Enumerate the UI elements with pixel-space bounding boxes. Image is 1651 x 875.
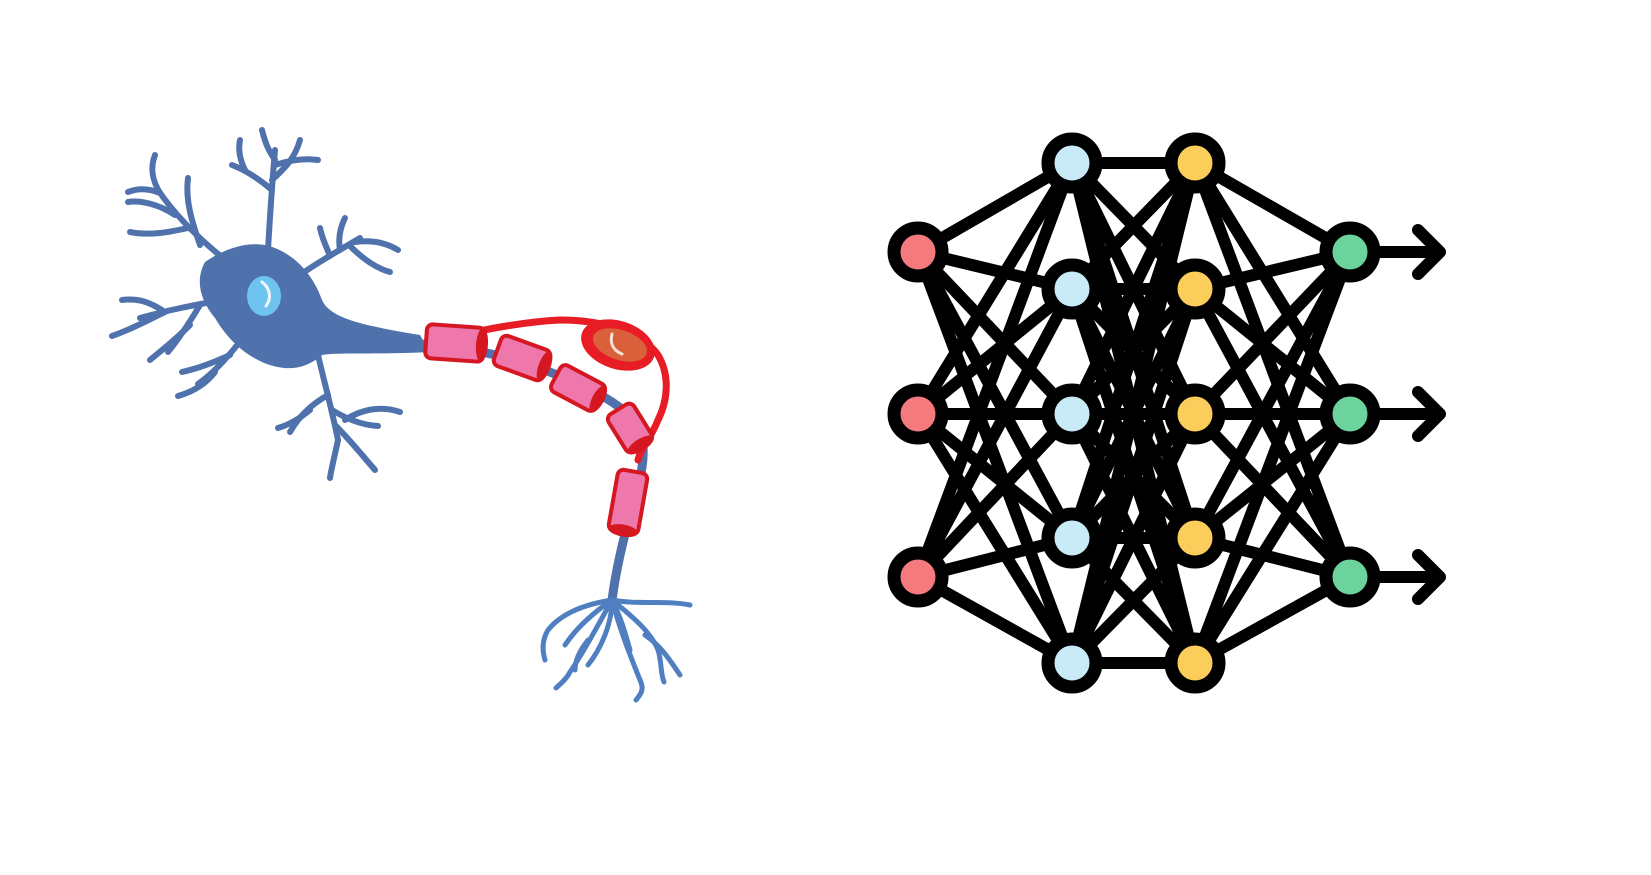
node-input [887,383,949,445]
dendrites [109,127,403,481]
node-hidden1 [1041,132,1103,194]
network-connection [912,246,1078,544]
node-hidden1 [1041,507,1103,569]
network-connection [1189,408,1356,669]
myelin-segment [606,467,650,538]
node-input [887,546,949,608]
myelin-sheath [423,322,655,538]
node-hidden2 [1164,507,1226,569]
network-connection [1189,283,1356,583]
network-connection [1189,408,1356,544]
node-hidden1 [1041,632,1103,694]
network-connection [1189,246,1356,420]
network-connection [912,157,1078,420]
schwann-nucleus [592,328,648,362]
myelin-segment [491,333,553,383]
artificial-neural-network [887,132,1446,694]
myelin-segment [423,322,489,364]
network-connections [912,157,1356,669]
network-connection [1066,283,1201,669]
nucleus [247,276,281,316]
node-hidden2 [1164,258,1226,320]
network-connection [1189,246,1356,544]
node-hidden1 [1041,383,1103,445]
network-connection [1189,246,1356,669]
network-connection [912,408,1078,583]
network-connection [912,408,1078,544]
network-connection [912,283,1078,583]
network-connection [912,157,1078,583]
axon [415,339,648,605]
node-output [1319,383,1381,445]
node-hidden2 [1164,383,1226,445]
biological-neuron [109,127,693,703]
schwann-highlight [609,332,624,356]
network-connection [1066,157,1201,420]
network-connection [1189,157,1356,583]
soma [199,244,430,369]
network-connection [1189,408,1356,583]
network-connection [1189,283,1356,420]
network-connection [912,246,1078,669]
node-input [887,221,949,283]
network-connection [1066,408,1201,669]
myelin-segment [548,363,608,413]
axon-terminals [540,597,693,703]
node-hidden2 [1164,632,1226,694]
node-output [1319,546,1381,608]
network-connection [1189,157,1356,420]
network-connection [1066,157,1201,669]
node-hidden2 [1164,132,1226,194]
network-nodes [887,132,1381,694]
myelin-segment [605,401,655,455]
node-hidden1 [1041,258,1103,320]
network-connection [912,283,1078,420]
network-connection [912,246,1078,420]
node-output [1319,221,1381,283]
nucleus-highlight [260,280,271,308]
network-connection [912,408,1078,669]
